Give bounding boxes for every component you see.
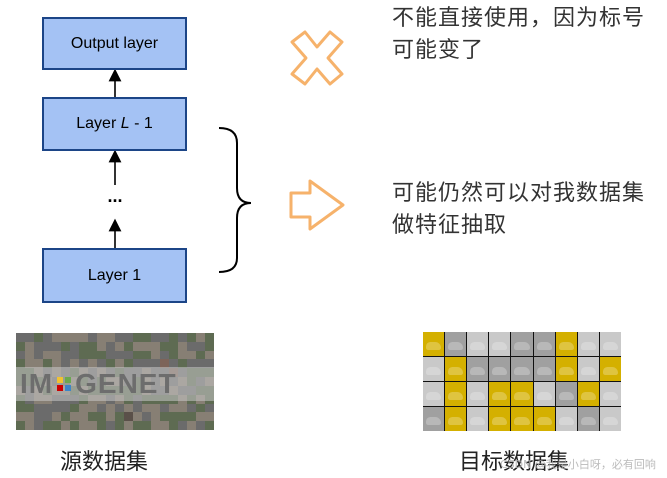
layer-1-label: Layer 1	[87, 266, 142, 284]
target-dataset-caption: 目标数据集	[459, 450, 570, 475]
curly-brace-icon	[218, 127, 252, 273]
layer-ellipsis: ...	[107, 186, 123, 206]
cross-mark-icon	[290, 30, 344, 86]
note-feature-extraction: 可能仍然可以对我数据集做特征抽取	[392, 181, 646, 238]
layer-1-box: Layer 1	[42, 248, 187, 303]
output-layer-label: Output layer	[70, 34, 159, 52]
note-label-changed: 不能直接使用，因为标号可能变了	[392, 6, 646, 63]
layer-l-label: Layer L - 1	[76, 115, 153, 132]
imagenet-dataset-image: IM GENET	[16, 333, 214, 430]
layer-l-minus-1-box: Layer L - 1	[42, 97, 187, 151]
layer-l-variable: L	[120, 115, 130, 132]
imagenet-logo: IM GENET	[20, 368, 177, 399]
watermark: CSDN @我是小白呀，必有回响	[500, 458, 656, 471]
car-dataset-image	[423, 332, 621, 431]
right-arrow-icon	[289, 179, 345, 231]
output-layer-box: Output layer	[42, 17, 187, 70]
source-dataset-caption: 源数据集	[60, 450, 149, 475]
